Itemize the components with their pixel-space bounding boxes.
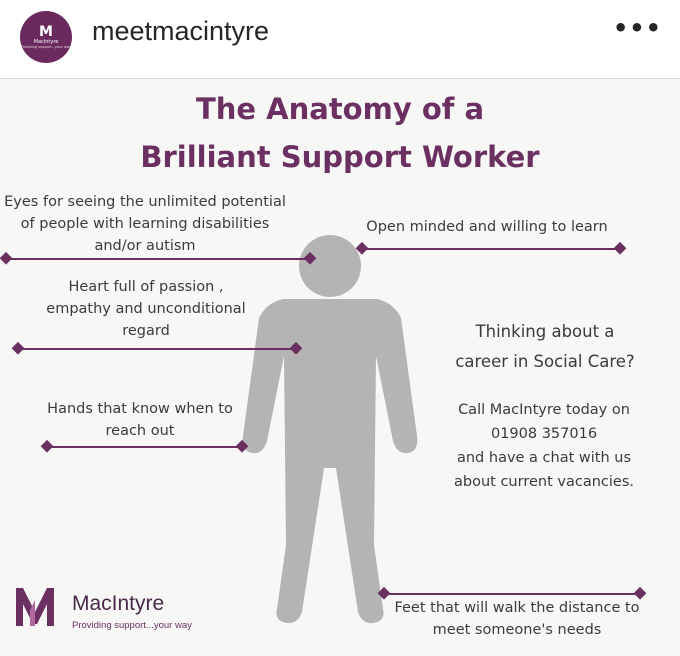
human-figure xyxy=(242,235,418,624)
macintyre-logo-icon xyxy=(16,588,54,626)
avatar-text: MacIntyre xyxy=(33,38,59,45)
hands-caption: Hands that know when to reach out xyxy=(47,401,233,439)
infographic-title-line2: Brilliant Support Worker xyxy=(140,140,540,174)
account-avatar[interactable]: M MacIntyre Providing support...your way xyxy=(20,11,72,63)
post-header: M MacIntyre Providing support...your way… xyxy=(0,0,680,79)
avatar-tagline: Providing support...your way xyxy=(20,44,72,49)
more-options-icon[interactable]: ••• xyxy=(612,14,662,42)
avatar-logo-icon: M xyxy=(39,23,53,40)
logo-name: MacIntyre xyxy=(72,592,165,615)
feet-caption: Feet that will walk the distance to meet… xyxy=(394,600,640,638)
pointer-lines xyxy=(0,241,647,600)
open-minded-caption: Open minded and willing to learn xyxy=(366,219,608,235)
account-username[interactable]: meetmacintyre xyxy=(92,16,270,46)
infographic-title-line1: The Anatomy of a xyxy=(195,92,485,126)
eyes-caption: Eyes for seeing the unlimited potential … xyxy=(4,194,286,254)
cta-question: Thinking about a career in Social Care? xyxy=(455,322,635,371)
heart-caption: Heart full of passion , empathy and unco… xyxy=(46,279,246,339)
logo-tagline: Providing support...your way xyxy=(72,620,192,631)
cta-call: Call MacIntyre today on 01908 357016 and… xyxy=(454,402,634,490)
